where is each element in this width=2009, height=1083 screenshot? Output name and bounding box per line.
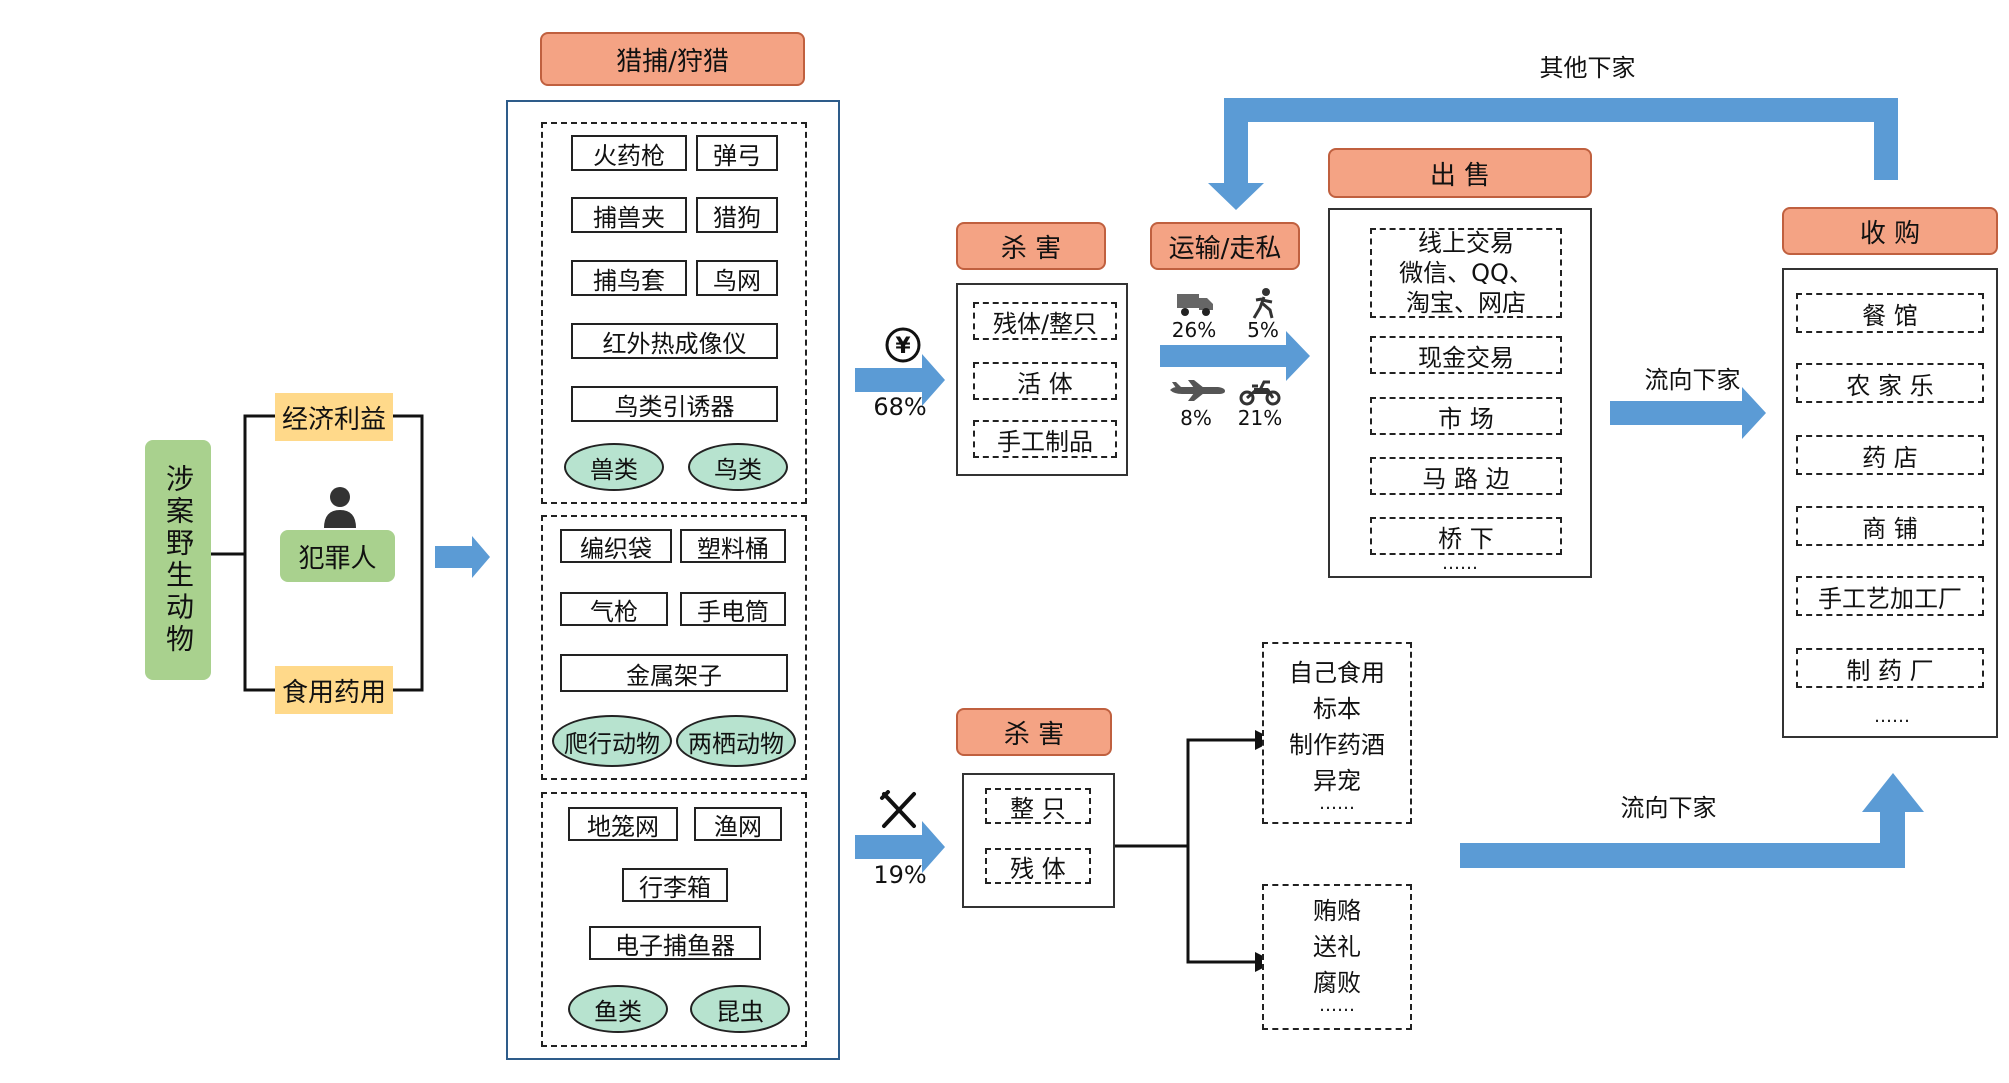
tool-item: 鸟网 — [696, 260, 778, 296]
purchase-item: 制 药 厂 — [1796, 648, 1984, 688]
transport-header: 运输/走私 — [1150, 222, 1300, 270]
transport-pct: 26% — [1171, 318, 1217, 342]
transport-pct: 21% — [1237, 406, 1283, 430]
purchase-item: 餐 馆 — [1796, 293, 1984, 333]
sale-frame — [1328, 208, 1592, 578]
fork-knife-icon — [878, 790, 920, 830]
hunting-group-3 — [541, 792, 807, 1047]
kill-item: 活 体 — [973, 362, 1117, 400]
motive-food: 食用药用 — [275, 666, 393, 714]
kill-top-header: 杀 害 — [956, 222, 1106, 270]
purchase-item: 手工艺加工厂 — [1796, 576, 1984, 616]
sale-item: 市 场 — [1370, 397, 1562, 435]
outcome-item: 自己食用 — [1289, 658, 1385, 687]
outcome-bribe-box: 贿赂 送礼 腐败 …… — [1262, 884, 1412, 1030]
airplane-icon — [1168, 378, 1226, 402]
to-buyer-bottom-label: 流向下家 — [1620, 793, 1717, 822]
purchase-item: 农 家 乐 — [1796, 363, 1984, 403]
walker-icon — [1250, 288, 1278, 320]
purchase-header: 收 购 — [1782, 207, 1998, 255]
tool-item: 塑料桶 — [680, 529, 786, 563]
yen-icon: ¥ — [884, 326, 922, 364]
kill-top-frame — [956, 283, 1128, 476]
kill-item: 残体/整只 — [973, 302, 1117, 340]
target-oval: 两栖动物 — [676, 715, 796, 767]
hunting-frame — [506, 100, 840, 1060]
outcome-item: 腐败 — [1313, 968, 1361, 997]
sale-header: 出 售 — [1328, 148, 1592, 198]
target-oval: 爬行动物 — [552, 715, 672, 767]
profit-percent: 68% — [873, 393, 927, 421]
outcome-item: 制作药酒 — [1289, 730, 1385, 759]
tool-item: 捕兽夹 — [571, 197, 687, 233]
hunting-header: 猎捕/狩猎 — [540, 32, 805, 86]
tool-item: 行李箱 — [622, 868, 728, 902]
tool-item: 猎狗 — [696, 197, 778, 233]
tool-item: 编织袋 — [560, 529, 672, 563]
kill-bottom-item: 整 只 — [985, 788, 1091, 824]
outcome-item: 标本 — [1313, 694, 1361, 723]
kill-bottom-item: 残 体 — [985, 848, 1091, 884]
purchase-more: …… — [1874, 705, 1910, 727]
outcome-item: …… — [1319, 792, 1355, 814]
to-buyer-top-label: 流向下家 — [1644, 365, 1741, 394]
target-oval: 鸟类 — [688, 443, 788, 491]
tool-item: 手电筒 — [680, 592, 786, 626]
kill-item: 手工制品 — [973, 420, 1117, 458]
motive-economic: 经济利益 — [275, 393, 393, 441]
svg-text:¥: ¥ — [895, 334, 911, 359]
hunting-group-2 — [541, 515, 807, 780]
tool-item: 弹弓 — [696, 135, 778, 171]
food-percent: 19% — [873, 861, 927, 889]
sale-item: 马 路 边 — [1370, 457, 1562, 495]
tool-item: 红外热成像仪 — [571, 323, 778, 359]
outcome-item: 异宠 — [1313, 766, 1361, 795]
person-icon — [323, 486, 357, 528]
tool-item: 捕鸟套 — [571, 260, 687, 296]
target-oval: 鱼类 — [568, 985, 668, 1033]
motorbike-icon — [1238, 376, 1282, 406]
hunting-group-1 — [541, 122, 807, 504]
tool-item: 渔网 — [694, 807, 782, 841]
truck-icon — [1175, 290, 1215, 318]
tool-item: 地笼网 — [568, 807, 678, 841]
sale-online: 线上交易 微信、QQ、 淘宝、网店 — [1370, 228, 1562, 318]
sale-more: …… — [1442, 552, 1478, 574]
source-title: 涉案野生动物 — [145, 440, 211, 680]
purchase-frame — [1782, 268, 1998, 738]
outcome-item: 贿赂 — [1313, 896, 1361, 925]
target-oval: 昆虫 — [690, 985, 790, 1033]
target-oval: 兽类 — [564, 443, 664, 491]
sale-item: 现金交易 — [1370, 336, 1562, 374]
purchase-item: 药 店 — [1796, 435, 1984, 475]
outcome-item: …… — [1319, 994, 1355, 1016]
offender-label: 犯罪人 — [280, 530, 395, 582]
outcome-use-box: 自己食用 标本 制作药酒 异宠 …… — [1262, 642, 1412, 824]
tool-item: 火药枪 — [571, 135, 687, 171]
outcome-item: 送礼 — [1313, 932, 1361, 961]
tool-item: 电子捕鱼器 — [589, 926, 761, 960]
other-buyers-label: 其他下家 — [1539, 53, 1636, 82]
purchase-item: 商 铺 — [1796, 506, 1984, 546]
tool-item: 鸟类引诱器 — [571, 386, 778, 422]
transport-pct: 5% — [1247, 318, 1279, 342]
transport-pct: 8% — [1180, 406, 1212, 430]
kill-bottom-header: 杀 害 — [956, 708, 1112, 756]
tool-item: 气枪 — [560, 592, 668, 626]
tool-item: 金属架子 — [560, 654, 788, 692]
kill-bottom-frame — [962, 773, 1115, 908]
sale-item: 桥 下 — [1370, 517, 1562, 555]
